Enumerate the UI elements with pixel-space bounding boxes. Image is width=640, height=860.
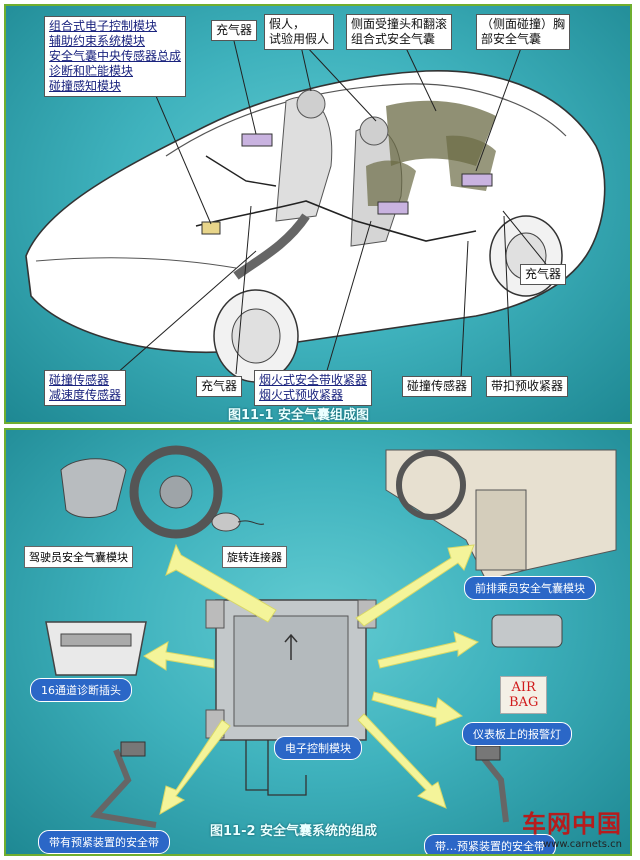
diagnostic-connector-label: 16通道诊断插头 — [30, 678, 132, 702]
ecm-label: 电子控制模块 — [274, 736, 362, 760]
pretensioner-belt-right-label: 带…预紧装置的安全带 — [424, 834, 556, 854]
warning-lamp-label: 仪表板上的报警灯 — [462, 722, 572, 746]
side-chest-line-1: （侧面碰撞）胸 — [481, 17, 566, 31]
crash-sensor-left-label: 碰撞传感器 减速度传感器 — [44, 370, 127, 406]
side-head-line-1: 侧面受撞头和翻滚 — [351, 17, 448, 31]
side-chest-airbag-label: （侧面碰撞）胸 部安全气囊 — [476, 14, 571, 50]
inflator-top-label: 充气器 — [211, 20, 258, 41]
figure-11-1-caption: 图11-1 安全气囊组成图 — [228, 408, 370, 423]
pyro-line-2: 烟火式预收紧器 — [259, 388, 344, 402]
buckle-pretensioner-label: 带扣预收紧器 — [486, 376, 569, 397]
dummy-line-2: 试验用假人 — [269, 32, 330, 46]
side-chest-line-2: 部安全气囊 — [481, 32, 542, 46]
airbag-warning-lamp: AIR BAG — [500, 676, 548, 714]
crash-sensor-bottom-label: 碰撞传感器 — [402, 376, 473, 397]
figure-11-2-panel: 驾驶员安全气囊模块 旋转连接器 前排乘员安全气囊模块 16通道诊断插头 AIR … — [4, 428, 632, 856]
control-module-label: 组合式电子控制模块 辅助约束系统模块 安全气囊中央传感器总成 诊断和贮能模块 碰… — [44, 16, 187, 97]
module-line-1: 组合式电子控制模块 — [49, 19, 158, 33]
pretensioner-belt-label: 带有预紧装置的安全带 — [38, 830, 170, 854]
dummy-line-1: 假人， — [269, 17, 306, 31]
car-cutaway-illustration — [25, 40, 606, 383]
inflator-bottom-label: 充气器 — [196, 376, 243, 397]
crash-sensor-line-2: 减速度传感器 — [49, 388, 122, 402]
watermark-logo: 车网中国 www.carnets.cn — [522, 804, 622, 850]
clock-spring-label: 旋转连接器 — [222, 546, 287, 568]
driver-airbag-module-label: 驾驶员安全气囊模块 — [24, 546, 133, 568]
module-line-4: 诊断和贮能模块 — [49, 64, 134, 78]
pyro-line-1: 烟火式安全带收紧器 — [259, 373, 368, 387]
watermark-url: www.carnets.cn — [543, 839, 622, 850]
figure-11-2-caption: 图11-2 安全气囊系统的组成 — [210, 824, 378, 839]
pyro-tensioner-label: 烟火式安全带收紧器 烟火式预收紧器 — [254, 370, 373, 406]
module-line-2: 辅助约束系统模块 — [49, 34, 146, 48]
watermark-text: 车网中国 — [522, 810, 622, 838]
system-diagram-illustration — [45, 445, 617, 828]
airbag-lamp-line-1: AIR — [511, 680, 536, 695]
figure-11-1-panel: 组合式电子控制模块 辅助约束系统模块 安全气囊中央传感器总成 诊断和贮能模块 碰… — [4, 4, 632, 424]
airbag-lamp-line-2: BAG — [509, 695, 539, 710]
module-line-5: 碰撞感知模块 — [49, 79, 122, 93]
passenger-airbag-module-label: 前排乘员安全气囊模块 — [464, 576, 596, 600]
module-line-3: 安全气囊中央传感器总成 — [49, 49, 182, 63]
side-head-airbag-label: 侧面受撞头和翻滚 组合式安全气囊 — [346, 14, 453, 50]
inflator-right-label: 充气器 — [520, 264, 567, 285]
side-head-line-2: 组合式安全气囊 — [351, 32, 436, 46]
crash-sensor-line-1: 碰撞传感器 — [49, 373, 110, 387]
dummy-label: 假人， 试验用假人 — [264, 14, 335, 50]
